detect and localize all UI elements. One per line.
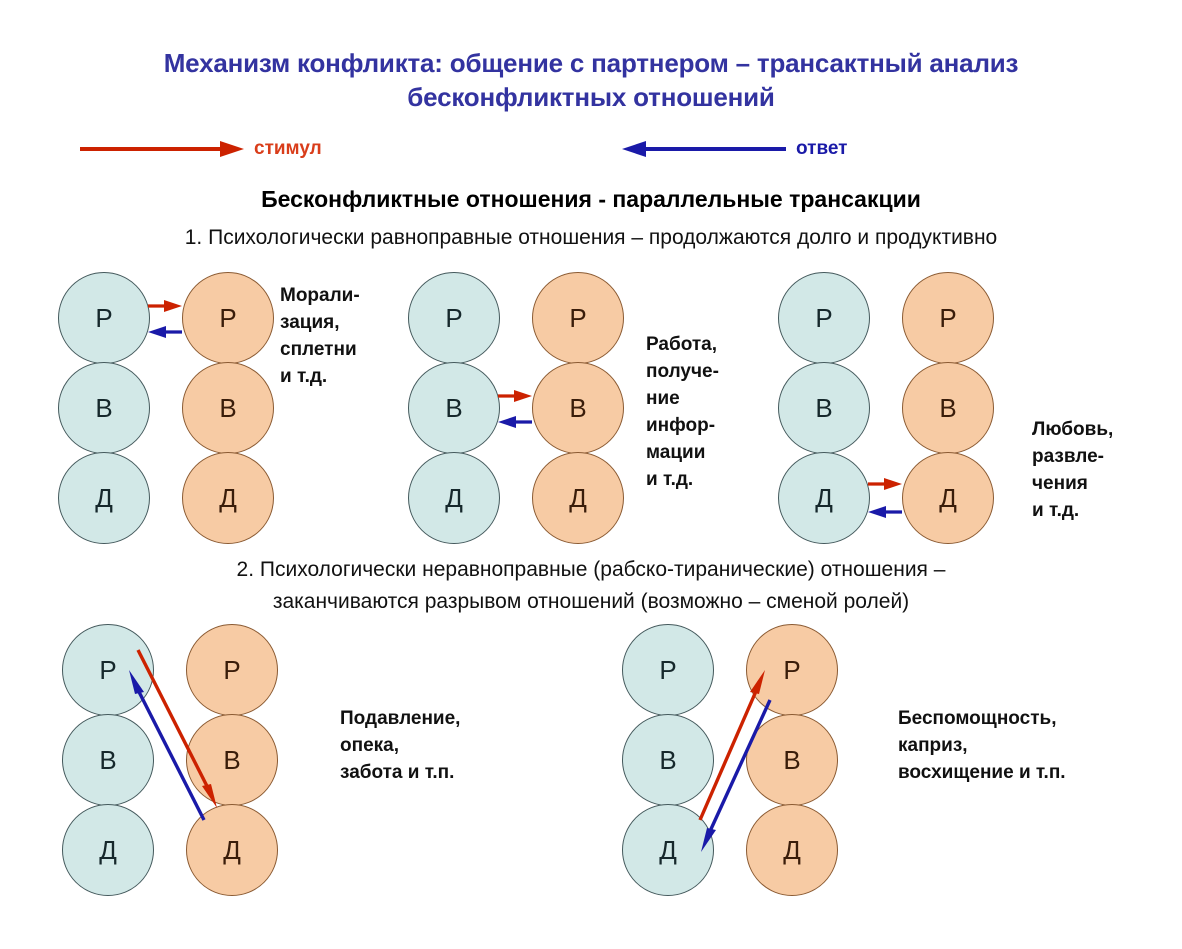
node-partner-parent[interactable]: Р [902,272,994,364]
diagram-parallel-parent-parent: Р В Д Р В Д [58,272,274,544]
self-column: Р В Д [622,624,714,896]
legend: стимул ответ [0,138,1182,174]
node-self-parent[interactable]: Р [58,272,150,364]
partner-column: Р В Д [182,272,274,544]
node-partner-child[interactable]: Д [532,452,624,544]
caption-parallel-child-child: Любовь, развле- чения и т.д. [1032,419,1114,521]
node-partner-parent[interactable]: Р [186,624,278,716]
node-partner-parent[interactable]: Р [746,624,838,716]
node-self-adult[interactable]: В [58,362,150,454]
node-partner-parent[interactable]: Р [182,272,274,364]
node-partner-child[interactable]: Д [186,804,278,896]
stimulus-arrow-icon [80,141,244,157]
section2-description-line1: 2. Психологически неравноправные (рабско… [236,558,946,581]
node-partner-adult[interactable]: В [746,714,838,806]
caption-parallel-adult-adult: Работа, получе- ние инфор- мации и т.д. [646,334,719,490]
legend-stimulus-label: стимул [254,138,322,159]
node-partner-adult[interactable]: В [532,362,624,454]
node-self-parent[interactable]: Р [62,624,154,716]
section1-description: 1. Психологически равноправные отношения… [184,226,998,249]
section2-description-line2: заканчиваются разрывом отношений (возмож… [272,590,910,613]
stimulus-arrow-icon [148,300,182,312]
partner-column: Р В Д [186,624,278,896]
node-partner-child[interactable]: Д [746,804,838,896]
self-column: Р В Д [58,272,150,544]
legend-response: ответ [620,138,848,160]
response-arrow-icon [148,326,182,338]
stimulus-arrow-icon [498,390,532,402]
caption-parallel-parent-parent: Морали- зация, сплетни и т.д. [280,285,360,387]
self-column: Р В Д [62,624,154,896]
node-self-child[interactable]: Д [622,804,714,896]
node-partner-child[interactable]: Д [182,452,274,544]
diagram-unequal-parent-child: Р В Д Р В Д [62,624,278,896]
response-arrow-icon [622,141,786,157]
partner-column: Р В Д [746,624,838,896]
diagram-parallel-adult-adult: Р В Д Р В Д [408,272,624,544]
caption-unequal-parent-child: Подавление, опека, забота и т.п. [340,708,461,783]
node-self-adult[interactable]: В [778,362,870,454]
node-partner-adult[interactable]: В [182,362,274,454]
partner-column: Р В Д [902,272,994,544]
node-self-adult[interactable]: В [62,714,154,806]
node-partner-adult[interactable]: В [186,714,278,806]
node-self-child[interactable]: Д [58,452,150,544]
partner-column: Р В Д [532,272,624,544]
response-arrow-icon [498,416,532,428]
node-self-parent[interactable]: Р [408,272,500,364]
node-partner-child[interactable]: Д [902,452,994,544]
node-self-adult[interactable]: В [408,362,500,454]
self-column: Р В Д [778,272,870,544]
caption-unequal-child-parent: Беспомощность, каприз, восхищение и т.п. [898,708,1066,783]
node-self-child[interactable]: Д [62,804,154,896]
node-self-parent[interactable]: Р [622,624,714,716]
page-title: Механизм конфликта: общение с партнером … [163,48,1019,113]
node-partner-parent[interactable]: Р [532,272,624,364]
response-arrow-icon [868,506,902,518]
diagram-parallel-child-child: Р В Д Р В Д [778,272,994,544]
legend-stimulus: стимул [78,138,322,160]
node-self-child[interactable]: Д [408,452,500,544]
node-self-adult[interactable]: В [622,714,714,806]
diagram-unequal-child-parent: Р В Д Р В Д [622,624,838,896]
main-heading: Бесконфликтные отношения - параллельные … [261,186,921,212]
node-self-child[interactable]: Д [778,452,870,544]
stimulus-arrow-icon [868,478,902,490]
self-column: Р В Д [408,272,500,544]
node-partner-adult[interactable]: В [902,362,994,454]
legend-response-label: ответ [796,138,848,159]
node-self-parent[interactable]: Р [778,272,870,364]
